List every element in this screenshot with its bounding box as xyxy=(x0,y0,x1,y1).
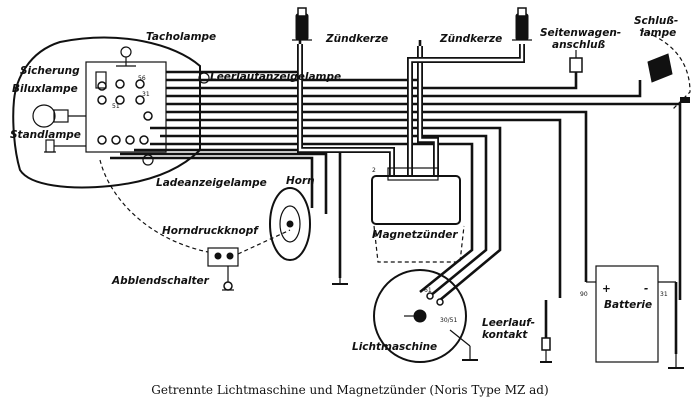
label-horn: Horn xyxy=(286,175,315,187)
magneto xyxy=(371,167,465,263)
label-abblendschalter: Abblendschalter xyxy=(111,275,210,287)
label-seitenwagen-2: anschluß xyxy=(552,39,605,51)
bilux-lamp xyxy=(32,104,86,128)
generator xyxy=(373,269,471,363)
terminal-label-51: 51 xyxy=(112,103,120,110)
terminal-label-61: 61 xyxy=(424,287,432,294)
label-leerlaufkontakt-1: Leerlauf- xyxy=(482,317,535,329)
ground-symbol-1 xyxy=(332,278,348,285)
label-lichtmaschine: Lichtmaschine xyxy=(352,341,437,353)
terminal-label-31: 31 xyxy=(660,291,668,298)
ground-symbol-3 xyxy=(668,354,684,369)
label-horndruckknopf: Horndruckknopf xyxy=(162,225,259,237)
label-leerlaufanzeigelampe: Leerlaufanzeigelampe xyxy=(210,71,341,83)
sidecar-connector xyxy=(569,50,583,73)
ignition-lead-1 xyxy=(297,44,395,176)
spark-plug-2 xyxy=(512,7,532,41)
horn-button xyxy=(99,159,291,267)
label-batterie: Batterie xyxy=(604,299,652,311)
terminal-label-56: 56 xyxy=(138,75,146,82)
label-tacholampe: Tacholampe xyxy=(146,31,216,43)
switch-terminals xyxy=(97,79,153,145)
horn xyxy=(269,187,311,261)
label-magnetzuender: Magnetzünder xyxy=(372,229,458,241)
terminal-label-90: 90 xyxy=(580,291,588,298)
label-schlusslampe-2: lampe xyxy=(640,27,676,39)
battery-plus: + xyxy=(602,283,611,295)
terminal-label-30-51: 30/51 xyxy=(440,317,457,324)
headlamp-housing xyxy=(12,36,201,189)
label-zuendkerze-2: Zündkerze xyxy=(439,33,502,45)
ground-symbol-2 xyxy=(462,346,478,361)
dimmer-switch xyxy=(222,266,234,291)
label-zuendkerze-1: Zündkerze xyxy=(325,33,388,45)
terminal-label-31: 31 xyxy=(142,91,150,98)
label-standlampe: Standlampe xyxy=(10,129,81,141)
label-biluxlampe: Biluxlampe xyxy=(12,83,78,95)
tail-lamp xyxy=(639,29,691,111)
terminal-label-2: 2 xyxy=(372,167,376,174)
charge-indicator-lamp xyxy=(142,154,154,166)
neutral-contact xyxy=(540,300,552,363)
spark-plug-1 xyxy=(292,7,312,41)
label-schlusslampe-1: Schluß- xyxy=(634,15,678,27)
battery-minus: - xyxy=(644,283,648,295)
figure-caption: Getrennte Lichtmaschine und Magnetzünder… xyxy=(151,383,548,397)
label-sicherung: Sicherung xyxy=(20,65,80,77)
battery xyxy=(586,265,678,363)
wire-harness xyxy=(110,36,690,301)
fuse xyxy=(95,71,107,89)
tacho-lamp xyxy=(116,46,136,67)
label-ladeanzeigelampe: Ladeanzeigelampe xyxy=(156,177,267,189)
label-leerlaufkontakt-2: kontakt xyxy=(482,329,528,341)
parking-lamp xyxy=(44,139,86,153)
ignition-lead-3 xyxy=(407,44,525,176)
label-seitenwagen-1: Seitenwagen- xyxy=(540,27,621,39)
